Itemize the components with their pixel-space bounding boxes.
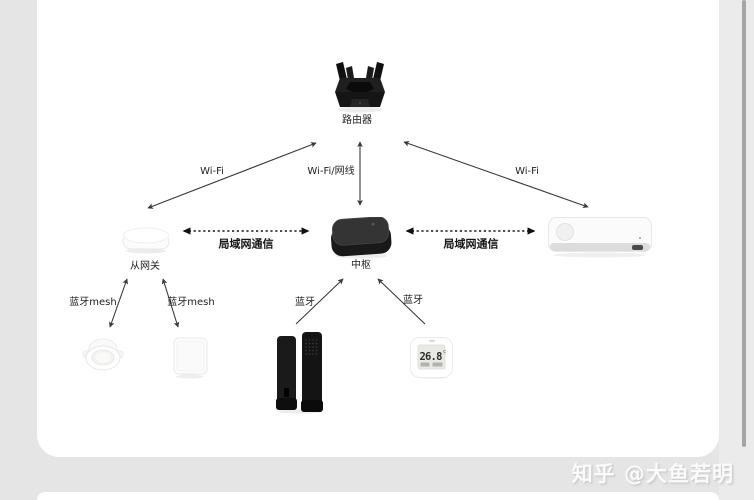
router-icon [335, 62, 385, 113]
label-bt-mesh-right: 蓝牙mesh [167, 297, 215, 308]
label-lan-right: 局域网通信 [443, 237, 499, 251]
page-gutter [719, 0, 754, 500]
label-sub-gateway: 从网关 [130, 261, 160, 272]
label-wifi-left: Wi-Fi [200, 166, 224, 177]
arrow-btmesh-right [161, 278, 180, 328]
wall-switch-device [172, 336, 209, 379]
router-device [333, 62, 387, 114]
scrollbar-thumb[interactable] [742, 0, 746, 447]
temp-humidity-sensor-device: 26.8 c [410, 336, 453, 379]
label-lan-left: 局域网通信 [218, 237, 274, 251]
air-conditioner-icon [548, 217, 652, 258]
temp-humidity-sensor-icon: 26.8 c [410, 337, 453, 379]
remote-sticks-icon [276, 332, 323, 414]
zhihu-watermark: 知乎 @大鱼若明 [571, 462, 734, 486]
hub-icon [331, 216, 392, 259]
sub-gateway-icon [122, 227, 170, 254]
hub-device [329, 216, 393, 259]
downlight-icon [82, 338, 124, 371]
sub-gateway-device [122, 226, 170, 254]
label-bt-right: 蓝牙 [403, 295, 423, 306]
arrow-wifi-right [403, 140, 589, 209]
arrow-btmesh-left [108, 278, 129, 328]
sensor-unit: c [443, 349, 446, 355]
arrow-wifi-left [147, 142, 317, 209]
wall-switch-icon [173, 337, 208, 379]
downlight-device [82, 336, 124, 373]
arrow-bt-left [295, 278, 344, 325]
next-card-edge [37, 492, 719, 500]
label-wifi-right: Wi-Fi [515, 166, 539, 177]
sensor-reading: 26.8 [420, 351, 443, 363]
remote-sticks-device [276, 332, 323, 414]
arrow-bt-right [377, 278, 426, 325]
label-bt-left: 蓝牙 [295, 297, 315, 308]
label-wifi-center: Wi-Fi/网线 [307, 166, 355, 177]
air-conditioner-device [548, 217, 652, 258]
label-bt-mesh-left: 蓝牙mesh [69, 297, 117, 308]
label-router: 路由器 [342, 115, 372, 126]
label-hub: 中枢 [351, 260, 371, 271]
